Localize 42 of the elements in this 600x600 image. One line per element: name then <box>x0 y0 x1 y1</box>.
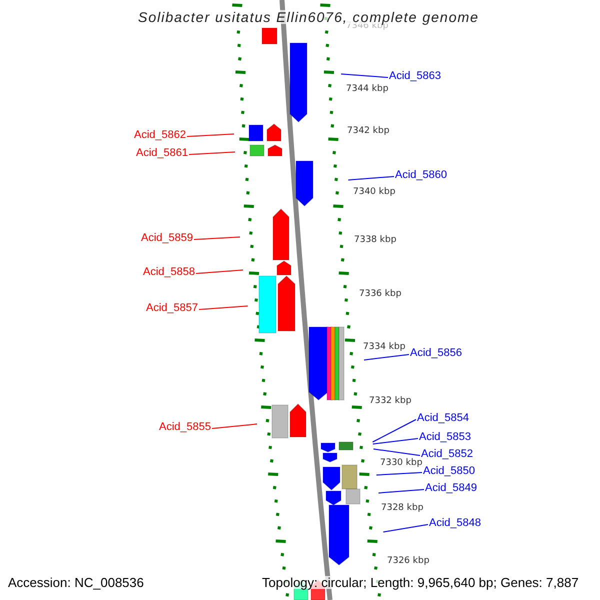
gene-label: Acid_5861 <box>136 148 188 159</box>
leader-line <box>378 489 424 494</box>
leader-line <box>364 354 410 360</box>
leader-line <box>382 524 428 532</box>
gene-label: Acid_5862 <box>134 130 186 141</box>
gene-label: Acid_5860 <box>395 170 447 181</box>
leader-line <box>212 424 258 429</box>
leader-line <box>186 134 234 137</box>
leader-line <box>188 152 236 155</box>
scale-label: 7344 kbp <box>346 85 388 94</box>
gene-label: Acid_5863 <box>389 71 441 82</box>
gene-label: Acid_5852 <box>421 449 473 460</box>
scale-label: 7338 kbp <box>354 236 396 245</box>
gene-label: Acid_5850 <box>423 466 475 477</box>
leader-line <box>372 438 418 444</box>
leader-line <box>196 270 244 274</box>
scale-label: 7334 kbp <box>363 343 406 352</box>
scale-label: 7326 kbp <box>387 557 430 566</box>
leader-line <box>194 236 240 240</box>
gene-label: Acid_5857 <box>146 303 198 314</box>
scale-label: 7328 kbp <box>381 504 424 513</box>
leader-line <box>340 74 388 78</box>
scale-label: 7332 kbp <box>369 397 412 406</box>
gene-label: Acid_5859 <box>141 233 193 244</box>
footer-text: Accession: NC_008536 <box>8 576 144 589</box>
scale-label: 7336 kbp <box>359 290 402 299</box>
gene-label: Acid_5855 <box>159 422 211 433</box>
scale-label: 7330 kbp <box>380 459 422 468</box>
leader-line <box>348 176 394 180</box>
gene-label: Acid_5853 <box>419 432 471 443</box>
gene-label: Acid_5856 <box>410 348 462 359</box>
leader-line <box>372 448 420 456</box>
gene-label: Acid_5854 <box>417 413 469 424</box>
leader-line <box>376 472 422 476</box>
footer-text: Topology: circular; Length: 9,965,640 bp; Genes: 7,887 <box>262 576 579 589</box>
leader-line <box>372 419 416 442</box>
gene-label: Acid_5858 <box>143 267 195 278</box>
leader-line <box>198 306 248 310</box>
gene-label: Acid_5849 <box>425 483 477 494</box>
scale-label: 7340 kbp <box>353 188 396 197</box>
gene-label: Acid_5848 <box>429 518 481 529</box>
scale-label: 7342 kbp <box>347 127 390 136</box>
